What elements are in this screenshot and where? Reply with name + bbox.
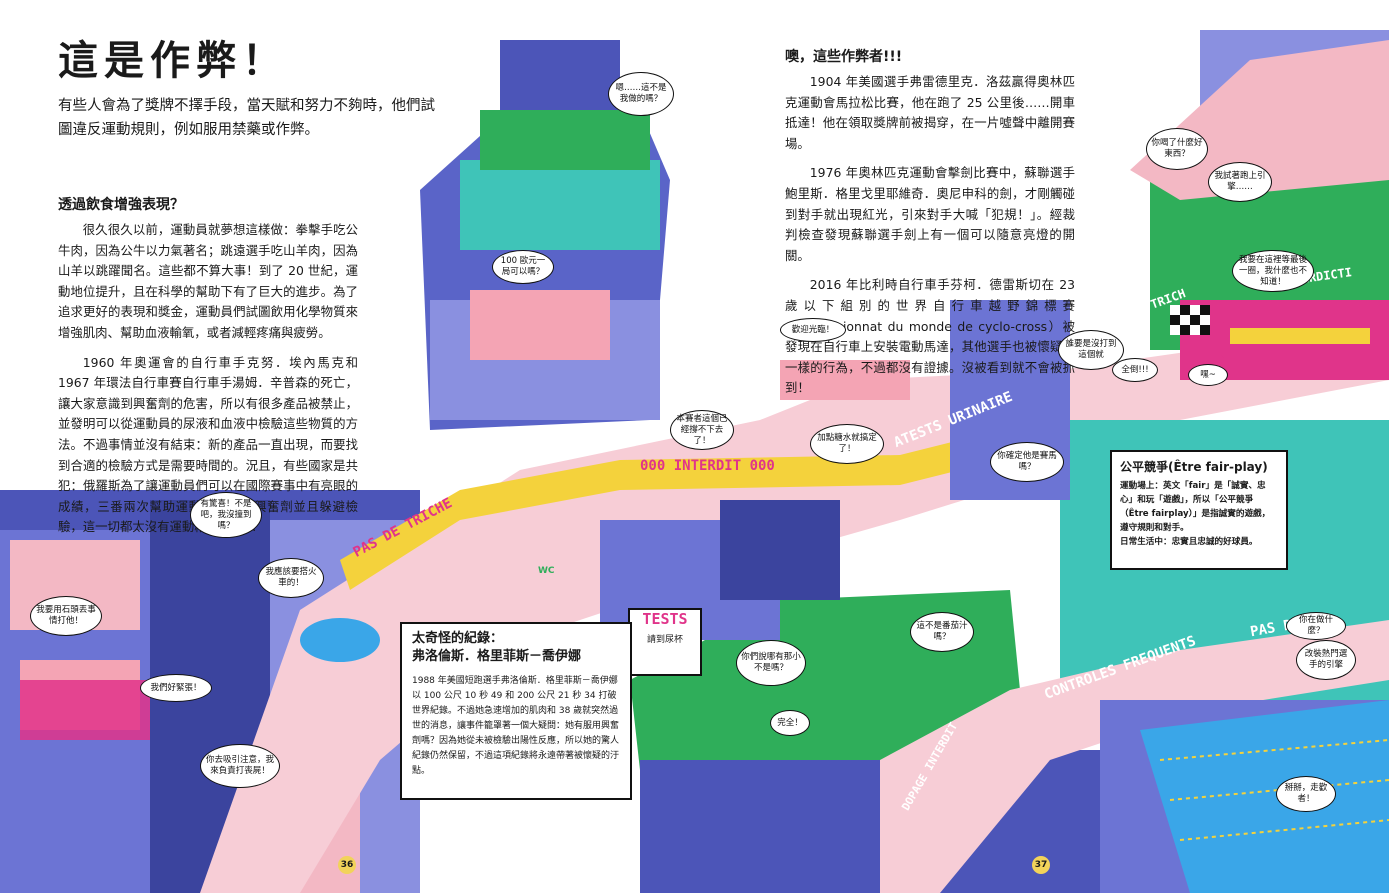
intro-text: 有些人會為了獎牌不擇手段，當天賦和努力不夠時，他們試圖違反運動規則，例如服用禁藥… [58, 98, 435, 138]
tests-sign-title: TESTS [642, 610, 688, 628]
section-heading-cheaters: 噢，這些作弊者!!! [785, 49, 903, 65]
speech-bubble: 歡迎光臨！ [780, 318, 846, 342]
tests-sign-subtitle: 請到尿杯 [646, 635, 683, 645]
speech-bubble: 我試著跑上引擎…… [1208, 162, 1272, 202]
paragraph: 1904 年美國選手弗雷德里克．洛茲贏得奧林匹克運動會馬拉松比賽，他在跑了 25… [785, 74, 1075, 151]
swimming-pool [1100, 700, 1389, 893]
speech-bubble: 掰掰，走歡者！ [1276, 776, 1336, 812]
paragraph: 1976 年奧林匹克運動會擊劍比賽中，蘇聯選手鮑里斯．格里戈里耶維奇．奧尼申科的… [785, 165, 1075, 263]
fairplay-box-body: 運動場上：英文「fair」是「誠實、忠心」和玩「遊戲」，所以「公平競爭（Être… [1120, 481, 1271, 533]
speech-bubble: 完全！ [770, 710, 810, 736]
paragraph: 很久很久以前，運動員就夢想這樣做：拳擊手吃公牛肉，因為公牛以力氣著名；跳遠選手吃… [58, 222, 358, 340]
record-box-body: 1988 年美國短跑選手弗洛倫斯．格里菲斯－喬伊娜以 100 公尺 10 秒 4… [412, 676, 620, 776]
speech-bubble: 我們好緊張！ [140, 674, 212, 702]
speech-bubble: 我應該要搭火車的！ [258, 558, 324, 598]
checkered-flag [1170, 305, 1210, 335]
speech-bubble: 你確定他是賽馬嗎？ [990, 442, 1064, 482]
banner-interdit: 000 INTERDIT 000 [640, 458, 775, 474]
speech-bubble: 我要在這裡等最後一圈，我什麼也不知道！ [1232, 250, 1314, 292]
speech-bubble: 這不是番茄汁嗎？ [910, 612, 974, 652]
speech-bubble: 有驚喜！不是吧，我沒撞到嗎？ [190, 492, 262, 538]
speech-bubble: 我要用石頭丟事情打他！ [30, 596, 102, 636]
speech-bubble: 誰要是沒打到這個就 [1058, 330, 1124, 370]
fairplay-box-daily: 日常生活中：忠實且忠誠的好球員。 [1120, 537, 1258, 547]
speech-bubble: 全倒!!! [1112, 358, 1158, 382]
speech-bubble: 改裝熱門選手的引擎 [1296, 640, 1356, 680]
section-heading-diet: 透過飲食增強表現？ [58, 197, 184, 213]
paragraph: 2016 年比利時自行車手芬柯．德雷斯切在 23 歲以下組別的世界自行車越野錦標… [785, 277, 1075, 396]
page-number-right: 37 [1032, 856, 1050, 874]
wc-sign: WC [538, 566, 555, 576]
tests-sign: TESTS 請到尿杯 [628, 608, 702, 676]
right-column: 噢，這些作弊者!!! 1904 年美國選手弗雷德里克．洛茲贏得奧林匹克運動會馬拉… [785, 46, 1075, 408]
speech-bubble: 加點糖水就搞定了！ [810, 424, 884, 464]
speech-bubble: 你去吸引注意，我來負責打喪屍！ [200, 744, 280, 788]
record-box-title-1: 太奇怪的紀錄： [412, 631, 504, 646]
fairplay-box: 公平競爭(Être fair-play) 運動場上：英文「fair」是「誠實、忠… [1110, 450, 1288, 570]
speech-bubble: 你在做什麼？ [1286, 612, 1346, 640]
paragraph: 1960 年奧運會的自行車手克努．埃內馬克和 1967 年環法自行車賽自行車手湯… [58, 354, 358, 535]
speech-bubble: 本賽者這個已經撐不下去了！ [670, 410, 734, 450]
left-column: 透過飲食增強表現？ 很久很久以前，運動員就夢想這樣做：拳擊手吃公牛肉，因為公牛以… [58, 194, 358, 547]
record-box: 太奇怪的紀錄： 弗洛倫斯．格里菲斯－喬伊娜 1988 年美國短跑選手弗洛倫斯．格… [400, 622, 632, 800]
page-number-left: 36 [338, 856, 356, 874]
speech-bubble: 100 歐元一局可以嗎？ [492, 250, 554, 284]
page-title: 這是作弊！ [58, 38, 288, 84]
record-box-title-2: 弗洛倫斯．格里菲斯－喬伊娜 [412, 649, 582, 664]
speech-bubble: 嗯……這不是我做的嗎？ [608, 72, 674, 116]
speech-bubble: 嘿~ [1188, 364, 1228, 386]
fairplay-box-title: 公平競爭(Être fair-play) [1120, 460, 1268, 474]
speech-bubble: 你喝了什麼好東西？ [1146, 128, 1208, 170]
speech-bubble: 你們說哪有那小不是嗎？ [736, 640, 806, 686]
